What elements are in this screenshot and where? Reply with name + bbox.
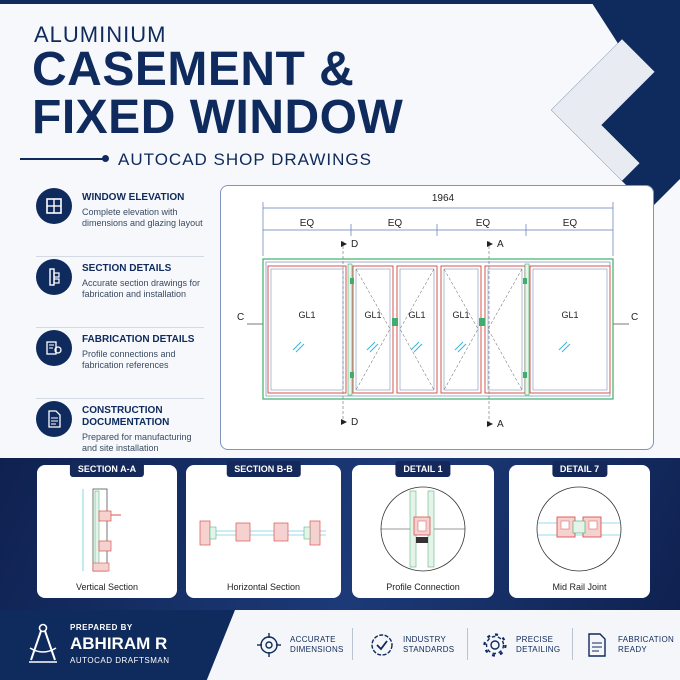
header-rule bbox=[20, 158, 106, 160]
header-title-line2: FIXED WINDOW bbox=[32, 91, 404, 144]
badge-divider bbox=[467, 628, 468, 660]
eq-label: EQ bbox=[300, 218, 315, 229]
card-tab: DETAIL 7 bbox=[551, 461, 608, 477]
feature-title: FABRICATION DETAILS bbox=[82, 334, 195, 345]
header-rule-dot bbox=[102, 155, 109, 162]
window-elevation-drawing: 1964 EQ EQ EQ EQ D A D A C C bbox=[220, 185, 654, 450]
badge-line1: INDUSTRY bbox=[403, 635, 447, 644]
card-detail-1: DETAIL 1 Profile Connection bbox=[352, 461, 494, 598]
badge-line1: FABRICATION bbox=[618, 635, 675, 644]
card-caption: Mid Rail Joint bbox=[552, 582, 607, 592]
panel-label: GL1 bbox=[298, 310, 315, 320]
badge-line2: READY bbox=[618, 645, 648, 654]
footer: PREPARED BY ABHIRAM R AUTOCAD DRAFTSMAN … bbox=[0, 610, 680, 680]
section-mark-d-bottom: D bbox=[351, 417, 358, 428]
gear-icon bbox=[483, 633, 507, 657]
overall-width-label: 1964 bbox=[432, 193, 455, 204]
document-icon bbox=[588, 633, 606, 657]
target-icon bbox=[257, 633, 281, 657]
feature-list: WINDOW ELEVATION Complete elevation with… bbox=[36, 186, 204, 470]
panel-label: GL1 bbox=[408, 310, 425, 320]
eq-label: EQ bbox=[476, 218, 491, 229]
feature-fabrication-details: FABRICATION DETAILS Profile connections … bbox=[36, 328, 204, 399]
feature-section-details: SECTION DETAILS Accurate section drawing… bbox=[36, 257, 204, 328]
fabrication-icon bbox=[36, 330, 72, 366]
document-icon bbox=[36, 401, 72, 437]
badge-divider bbox=[572, 628, 573, 660]
card-tab: SECTION B-B bbox=[226, 461, 301, 477]
section-mark-a-bottom: A bbox=[497, 419, 504, 430]
section-mark-c-right: C bbox=[631, 312, 638, 323]
header-subtitle: ALUMINIUM bbox=[34, 22, 167, 47]
top-accent-bar bbox=[0, 0, 680, 4]
header-title-line1: CASEMENT & bbox=[32, 43, 355, 96]
section-profile-icon bbox=[36, 259, 72, 295]
prepared-by-label: PREPARED BY bbox=[70, 623, 133, 632]
feature-desc: Prepared for manufacturing and site inst… bbox=[82, 432, 192, 453]
card-tab: SECTION A-A bbox=[69, 461, 145, 477]
section-mark-d-top: D bbox=[351, 239, 358, 250]
author-panel bbox=[0, 610, 235, 680]
feature-desc: Complete elevation with dimensions and g… bbox=[82, 207, 203, 228]
drafting-compass-icon bbox=[29, 623, 57, 663]
section-mark-c-left: C bbox=[237, 312, 244, 323]
author-role: AUTOCAD DRAFTSMAN bbox=[70, 656, 170, 665]
check-seal-icon bbox=[371, 634, 393, 656]
badge-line2: STANDARDS bbox=[403, 645, 455, 654]
eq-label: EQ bbox=[563, 218, 578, 229]
badge-divider bbox=[352, 628, 353, 660]
section-a-a-drawing bbox=[82, 488, 121, 572]
card-tab: DETAIL 1 bbox=[395, 461, 451, 477]
header-title: CASEMENT & FIXED WINDOW bbox=[32, 46, 403, 142]
card-caption: Horizontal Section bbox=[226, 582, 301, 592]
card-section-a-a: SECTION A-A Vertical Section bbox=[37, 461, 177, 598]
feature-construction-docs: CONSTRUCTION DOCUMENTATION Prepared for … bbox=[36, 399, 204, 470]
section-b-b-drawing bbox=[199, 520, 326, 546]
panel-label: GL1 bbox=[452, 310, 469, 320]
feature-window-elevation: WINDOW ELEVATION Complete elevation with… bbox=[36, 186, 204, 257]
detail-1-drawing bbox=[380, 486, 466, 572]
feature-title: SECTION DETAILS bbox=[82, 263, 172, 274]
feature-title: CONSTRUCTION DOCUMENTATION bbox=[82, 405, 170, 428]
badge-line1: PRECISE bbox=[516, 635, 554, 644]
detail-7-drawing bbox=[536, 486, 622, 572]
card-detail-7: DETAIL 7 Mid Rail Joint bbox=[509, 461, 650, 598]
window-grid-icon bbox=[36, 188, 72, 224]
card-caption: Profile Connection bbox=[386, 582, 460, 592]
feature-title: WINDOW ELEVATION bbox=[82, 192, 185, 203]
section-mark-a-top: A bbox=[497, 239, 504, 250]
badge-line1: ACCURATE bbox=[290, 635, 336, 644]
eq-label: EQ bbox=[388, 218, 403, 229]
card-caption: Vertical Section bbox=[75, 582, 139, 592]
header-tagline: AUTOCAD SHOP DRAWINGS bbox=[118, 150, 372, 169]
panel-label: GL1 bbox=[561, 310, 578, 320]
author-name: ABHIRAM R bbox=[70, 634, 168, 653]
card-section-b-b: SECTION B-B Horizontal Section bbox=[186, 461, 341, 598]
badge-line2: DETAILING bbox=[516, 645, 561, 654]
badge-line2: DIMENSIONS bbox=[290, 645, 344, 654]
feature-desc: Accurate section drawings for fabricatio… bbox=[82, 278, 201, 299]
feature-desc: Profile connections and fabrication refe… bbox=[82, 349, 176, 370]
elevation-svg: 1964 EQ EQ EQ EQ D A D A C C bbox=[237, 193, 638, 430]
panel-label: GL1 bbox=[364, 310, 381, 320]
